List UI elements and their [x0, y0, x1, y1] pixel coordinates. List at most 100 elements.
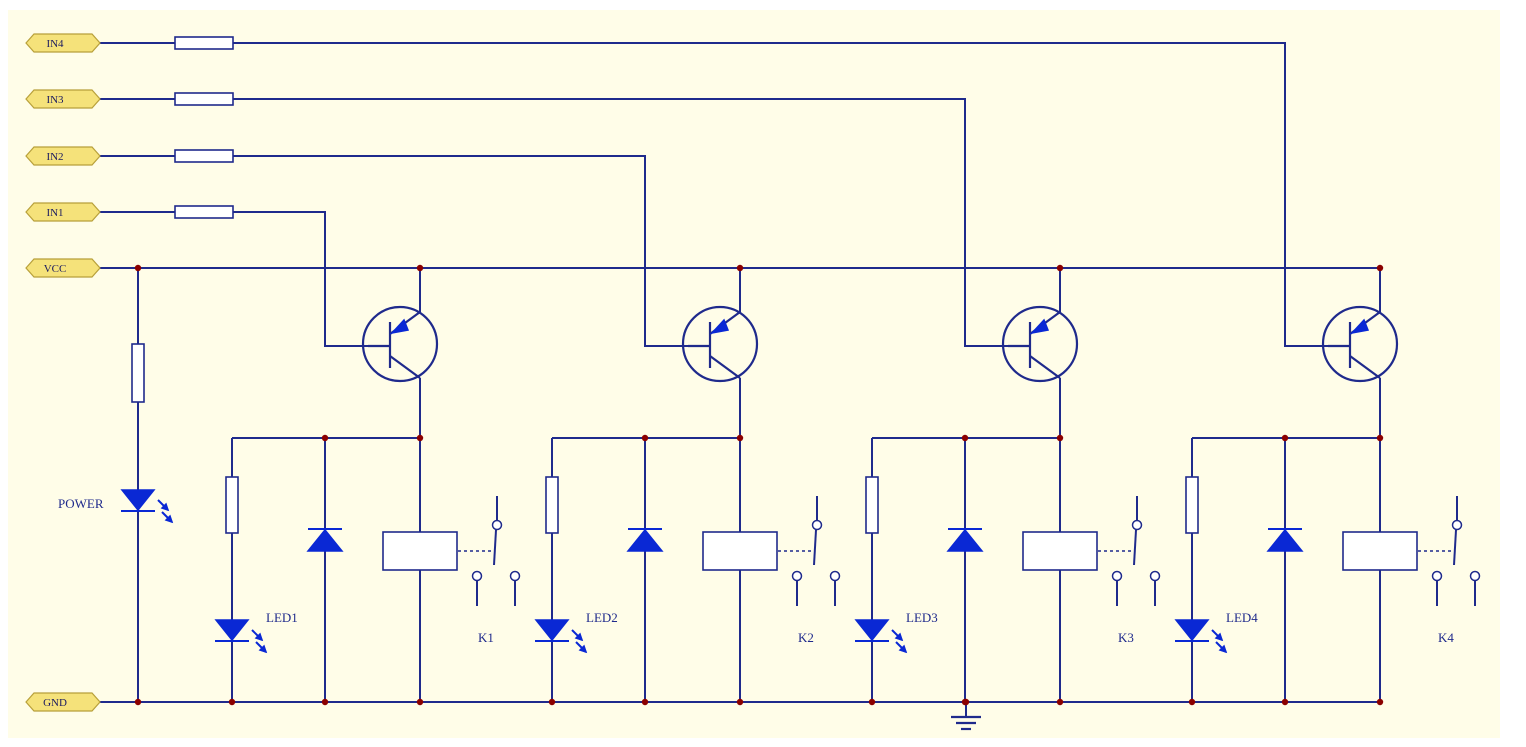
relay-switch-arm — [1453, 529, 1457, 566]
channel-led-icon — [214, 619, 250, 642]
channel-led-ray-head — [574, 632, 584, 642]
relay-switch-arm — [493, 529, 497, 566]
channel-led-ray-head — [258, 644, 268, 654]
port-in1 — [25, 202, 101, 222]
relay-label: K3 — [1118, 630, 1134, 645]
port-in3 — [25, 89, 101, 109]
led-label: LED1 — [266, 610, 298, 625]
led-resistor-icon — [865, 476, 879, 534]
channel-led-ray-head — [254, 632, 264, 642]
junction-dot — [321, 434, 329, 442]
power-led-ray-head — [160, 502, 170, 512]
port-label-in1: IN1 — [46, 207, 63, 219]
junction-dot — [736, 264, 744, 272]
input-resistor-icon — [174, 205, 234, 219]
channel-led-ray-head — [894, 632, 904, 642]
relay-contact-icon — [791, 570, 803, 582]
diode-icon — [1266, 528, 1304, 552]
junction-dot — [228, 698, 236, 706]
junction-dot — [321, 698, 329, 706]
relay-contact-icon — [471, 570, 483, 582]
channel-led-ray-head — [578, 644, 588, 654]
junction-dot — [416, 434, 424, 442]
junction-dot — [641, 434, 649, 442]
diode-icon — [306, 528, 344, 552]
relay-coil-icon — [1342, 531, 1418, 571]
relay-coil-icon — [1022, 531, 1098, 571]
pnp-transistor-icon — [1321, 305, 1399, 383]
power-led-label: POWER — [58, 496, 104, 511]
led-label: LED2 — [586, 610, 618, 625]
transistor-collector — [1349, 355, 1381, 379]
channel-led-icon — [854, 619, 890, 642]
led-label: LED3 — [906, 610, 938, 625]
channel-led-ray-head — [1218, 644, 1228, 654]
relay-switch-arm — [1133, 529, 1137, 566]
pnp-transistor-icon — [361, 305, 439, 383]
channel-led-ray-head — [898, 644, 908, 654]
transistor-arrow — [709, 318, 730, 335]
junction-dot — [134, 698, 142, 706]
schematic-background — [8, 10, 1500, 738]
junction-dot — [1056, 264, 1064, 272]
junctions-layer — [134, 264, 1384, 706]
power-resistor-icon — [131, 343, 145, 403]
input-resistor-icon — [174, 36, 234, 50]
pnp-transistor-icon — [681, 305, 759, 383]
led-resistor-icon — [545, 476, 559, 534]
junction-dot — [1188, 698, 1196, 706]
relay-label: K4 — [1438, 630, 1454, 645]
relay-contact-icon — [509, 570, 521, 582]
junction-dot — [416, 264, 424, 272]
junction-dot — [1376, 698, 1384, 706]
relay-contact-icon — [491, 519, 503, 531]
junction-dot — [548, 698, 556, 706]
channel-led-icon — [534, 619, 570, 642]
junction-dot — [736, 698, 744, 706]
relay-contact-icon — [1131, 519, 1143, 531]
diode-icon — [946, 528, 984, 552]
components-layer — [120, 36, 1481, 731]
junction-dot — [134, 264, 142, 272]
relay-contact-icon — [1149, 570, 1161, 582]
junction-dot — [1281, 434, 1289, 442]
port-gnd — [25, 692, 101, 712]
base-wire-in4 — [233, 42, 1328, 347]
led-label: LED4 — [1226, 610, 1258, 625]
led-resistor-icon — [225, 476, 239, 534]
relay-contact-icon — [1451, 519, 1463, 531]
port-label-in4: IN4 — [46, 38, 64, 50]
channel-led-ray-head — [1214, 632, 1224, 642]
junction-dot — [868, 698, 876, 706]
port-vcc — [25, 258, 101, 278]
junction-dot — [961, 434, 969, 442]
port-label-gnd: GND — [43, 697, 67, 709]
port-label-in2: IN2 — [46, 151, 63, 163]
relay-contact-icon — [1431, 570, 1443, 582]
relay-label: K2 — [798, 630, 814, 645]
relay-coil-icon — [702, 531, 778, 571]
led-resistor-icon — [1185, 476, 1199, 534]
transistor-collector — [709, 355, 741, 379]
diode-icon — [626, 528, 664, 552]
relay-label: K1 — [478, 630, 494, 645]
power-led-icon — [120, 489, 156, 512]
relay-contact-icon — [829, 570, 841, 582]
junction-dot — [736, 434, 744, 442]
input-resistor-icon — [174, 92, 234, 106]
base-wire-in3 — [233, 98, 1008, 347]
input-resistor-icon — [174, 149, 234, 163]
junction-dot — [1056, 698, 1064, 706]
relay-contact-icon — [811, 519, 823, 531]
transistor-arrow — [1029, 318, 1050, 335]
relay-contact-icon — [1469, 570, 1481, 582]
relay-switch-arm — [813, 529, 817, 566]
channel-led-icon — [1174, 619, 1210, 642]
junction-dot — [1376, 264, 1384, 272]
transistor-arrow — [389, 318, 410, 335]
base-wire-in2 — [233, 155, 688, 347]
